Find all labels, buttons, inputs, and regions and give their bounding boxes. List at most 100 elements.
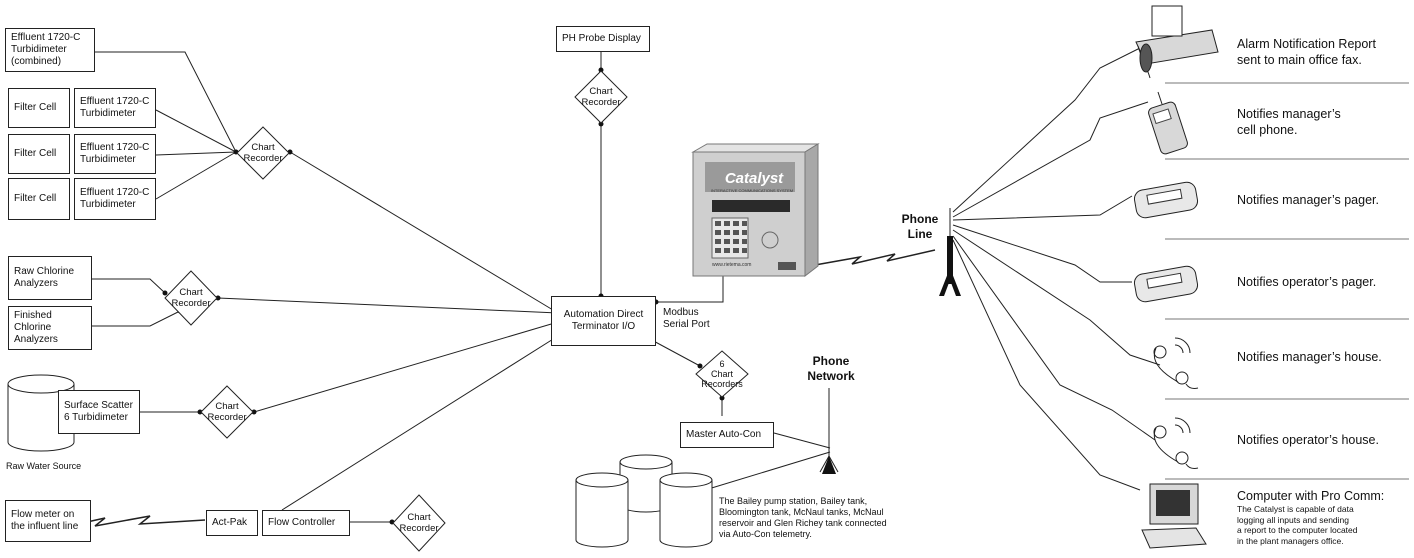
notification-operator-pager: Notifies operator’s pager. xyxy=(1237,275,1377,289)
separator xyxy=(1165,158,1409,160)
wire-turbidimeter-1 xyxy=(155,109,237,153)
phone-line-base xyxy=(939,268,961,296)
six-chart-recorders-label: 6 Chart Recorders xyxy=(701,359,743,389)
chart-recorder-label: Chart Recorder xyxy=(581,86,621,108)
computer-icon xyxy=(1141,483,1207,549)
separator xyxy=(1165,318,1409,320)
notification-manager-house: Notifies manager’s house. xyxy=(1237,350,1382,364)
six-chart-recorders: 6 Chart Recorders xyxy=(695,350,749,398)
effluent-turbidimeter-label: Effluent 1720-C Turbidimeter xyxy=(80,187,150,210)
operator-house-phone-icon xyxy=(1153,417,1199,469)
filter-cell-label: Filter Cell xyxy=(14,193,57,204)
wire-turbidimeter-3 xyxy=(155,151,237,200)
effluent-turbidimeter-box-1: Effluent 1720-C Turbidimeter xyxy=(74,88,156,128)
filter-cell-label: Filter Cell xyxy=(14,148,57,159)
wire-combined-turbidimeter xyxy=(95,51,237,153)
tanks-caption: The Bailey pump station, Bailey tank, Bl… xyxy=(719,496,887,539)
flow-controller-label: Flow Controller xyxy=(268,517,336,528)
raw-water-source-label: Raw Water Source xyxy=(6,461,82,471)
operator-pager-icon xyxy=(1133,265,1199,303)
filter-cell-box-2: Filter Cell xyxy=(8,134,70,174)
separator xyxy=(1165,398,1409,400)
raw-chlorine-box: Raw Chlorine Analyzers xyxy=(8,256,92,300)
wire-fax xyxy=(952,47,1141,213)
wire-turbidimeter-2 xyxy=(155,151,237,156)
catalyst-unit-icon xyxy=(691,143,820,278)
storage-tanks-icon xyxy=(575,454,713,548)
wire-op-house xyxy=(952,235,1156,441)
wire-terminator-6recorders xyxy=(647,337,701,367)
chart-recorder-turbidity: Chart Recorder xyxy=(236,126,290,180)
chart-recorder-label: Chart Recorder xyxy=(207,401,247,423)
wire-op-pager xyxy=(952,224,1132,283)
notification-operator-house: Notifies operator’s house. xyxy=(1237,433,1379,447)
finished-chlorine-box: Finished Chlorine Analyzers xyxy=(8,306,92,350)
filter-cell-box-1: Filter Cell xyxy=(8,88,70,128)
raw-chlorine-label: Raw Chlorine Analyzers xyxy=(14,266,75,289)
chart-recorder-scatter: Chart Recorder xyxy=(200,385,254,439)
chart-recorder-chlorine: Chart Recorder xyxy=(164,270,218,326)
phone-network-label: Phone Network xyxy=(807,354,855,383)
notification-fax: Alarm Notification Report sent to main o… xyxy=(1237,37,1376,67)
wire-recorder-terminator xyxy=(289,151,559,314)
manager-house-phone-icon xyxy=(1153,337,1199,389)
wireless-link-flow xyxy=(59,515,206,529)
effluent-turbidimeter-box-2: Effluent 1720-C Turbidimeter xyxy=(74,134,156,174)
separator xyxy=(1165,82,1409,84)
computer-description: The Catalyst is capable of data logging … xyxy=(1237,504,1358,546)
manager-pager-icon xyxy=(1133,181,1199,219)
master-autocon-box: Master Auto-Con xyxy=(680,422,774,448)
chart-recorder-label: Chart Recorder xyxy=(171,287,211,309)
effluent-turbidimeter-label: Effluent 1720-C Turbidimeter xyxy=(80,96,150,119)
phone-line-label: Phone Line xyxy=(901,212,939,241)
separator xyxy=(1165,478,1409,480)
catalyst-tagline: INTERACTIVE COMMUNICATIONS SYSTEM xyxy=(710,188,794,193)
filter-cell-label: Filter Cell xyxy=(14,102,57,113)
fax-machine-icon xyxy=(1135,5,1219,79)
modbus-label: Modbus Serial Port xyxy=(663,307,710,330)
ph-probe-display-box: PH Probe Display xyxy=(556,26,650,52)
surface-scatter-label: Surface Scatter 6 Turbidimeter xyxy=(64,400,133,423)
wire-autocon-phone xyxy=(773,432,831,449)
wire-recorder-terminator-2 xyxy=(253,321,559,413)
wire-modbus xyxy=(656,270,724,303)
master-autocon-label: Master Auto-Con xyxy=(686,429,762,440)
filter-cell-box-3: Filter Cell xyxy=(8,178,70,220)
wireless-link-catalyst xyxy=(814,249,936,266)
chart-recorder-flow: Chart Recorder xyxy=(392,494,446,552)
chart-recorder-ph: Chart Recorder xyxy=(574,70,628,124)
notification-manager-pager: Notifies manager’s pager. xyxy=(1237,193,1379,207)
wire-phone-tanks xyxy=(704,451,831,491)
act-pak-box: Act-Pak xyxy=(206,510,258,536)
wire-mgr-house xyxy=(952,229,1161,366)
wire-cell xyxy=(952,101,1149,218)
wire-finished-chlorine xyxy=(92,310,181,327)
wire-chlorine-terminator xyxy=(217,297,559,314)
cell-phone-icon xyxy=(1148,91,1188,155)
catalyst-brand: Catalyst xyxy=(724,170,784,187)
combined-turbidimeter-label: Effluent 1720-C Turbidimeter (combined) xyxy=(11,32,81,67)
flow-meter-label: Flow meter on the influent line xyxy=(11,509,79,532)
wire-computer xyxy=(952,239,1141,491)
chart-recorder-label: Chart Recorder xyxy=(399,512,439,534)
terminator-io-label: Automation Direct Terminator I/O xyxy=(563,309,644,332)
surface-scatter-box: Surface Scatter 6 Turbidimeter xyxy=(58,390,140,434)
separator xyxy=(1165,238,1409,240)
finished-chlorine-label: Finished Chlorine Analyzers xyxy=(14,310,58,345)
act-pak-label: Act-Pak xyxy=(212,517,248,528)
chart-recorder-label: Chart Recorder xyxy=(243,142,283,164)
wire-mgr-pager xyxy=(952,195,1133,221)
raw-water-tank-icon xyxy=(7,374,75,452)
flow-controller-box: Flow Controller xyxy=(262,510,350,536)
terminator-io-box: Automation Direct Terminator I/O xyxy=(551,296,656,346)
combined-turbidimeter-box: Effluent 1720-C Turbidimeter (combined) xyxy=(5,28,95,72)
effluent-turbidimeter-label: Effluent 1720-C Turbidimeter xyxy=(80,142,150,165)
effluent-turbidimeter-box-3: Effluent 1720-C Turbidimeter xyxy=(74,178,156,220)
wire-raw-chlorine xyxy=(92,278,166,294)
ph-probe-label: PH Probe Display xyxy=(562,33,641,44)
catalyst-url: www.rietema.com xyxy=(712,262,752,268)
computer-title: Computer with Pro Comm: xyxy=(1237,489,1385,503)
wire-flow-terminator xyxy=(281,335,559,511)
notification-cell: Notifies manager’s cell phone. xyxy=(1237,107,1341,137)
